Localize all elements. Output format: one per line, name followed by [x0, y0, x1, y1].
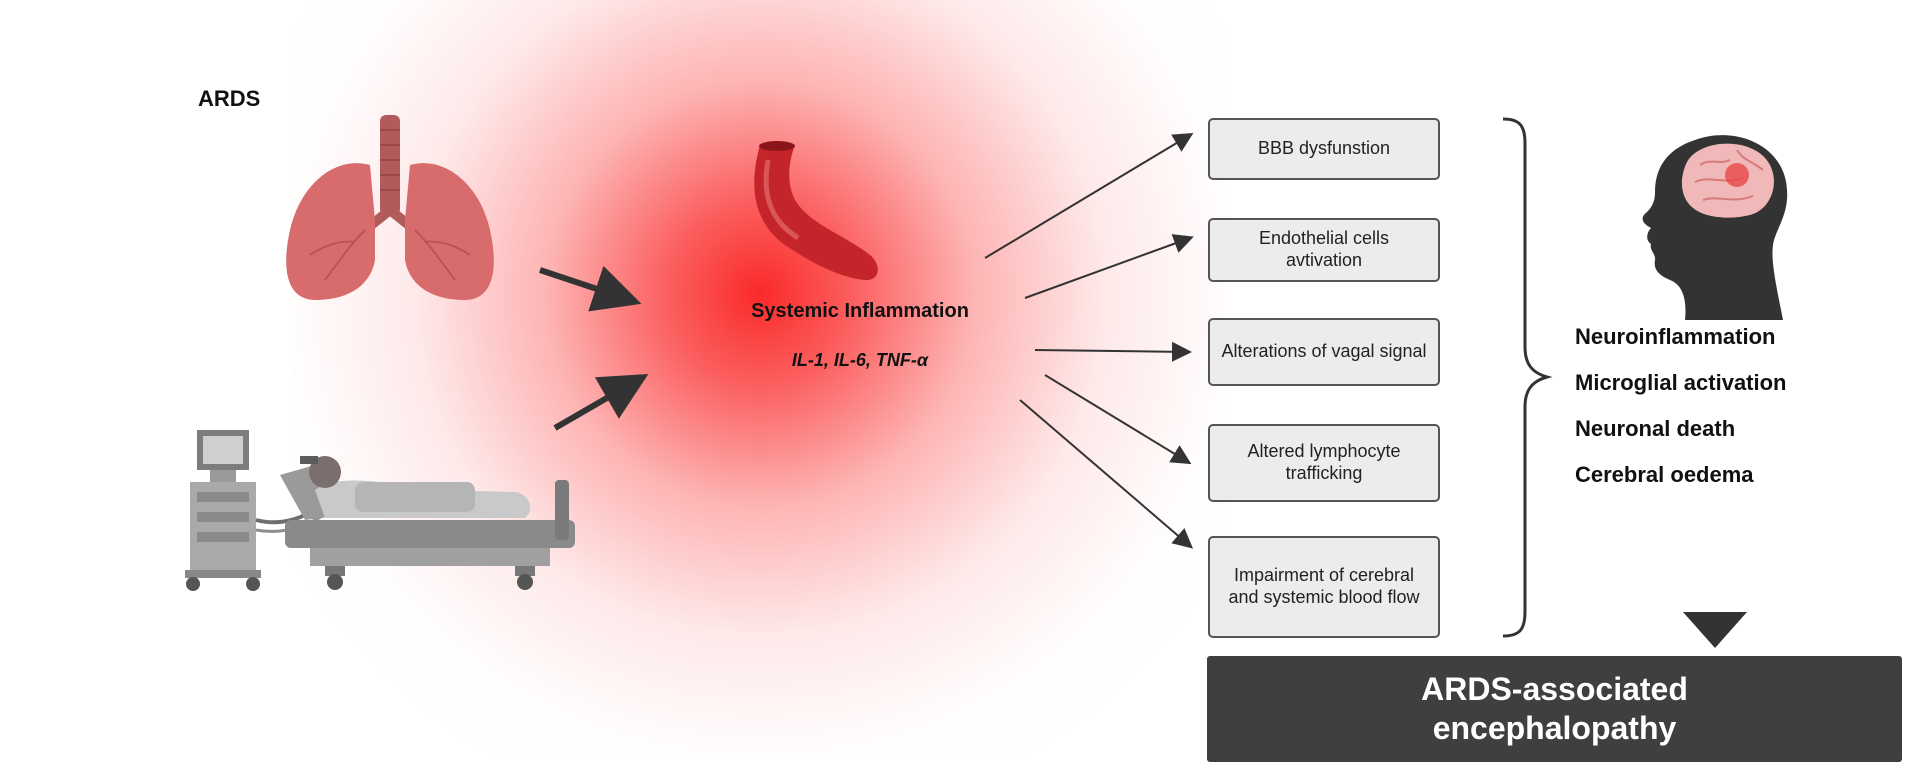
cytokines-label: IL-1, IL-6, TNF-α	[791, 350, 929, 370]
inflammation-glow	[290, 0, 1230, 760]
effect-label: Alterations of vagal signal	[1221, 341, 1427, 362]
effect-box-lymphocyte: Altered lymphocyte trafficking	[1208, 424, 1440, 502]
effect-label: Endothelial cells avtivation	[1258, 228, 1390, 270]
arrow-down-head	[1683, 612, 1747, 648]
arrow-to-effect-2	[1024, 234, 1194, 299]
effect-box-vagal: Alterations of vagal signal	[1208, 318, 1440, 386]
arrow-to-effect-1	[984, 132, 1194, 259]
systemic-inflammation-title: Systemic Inflammation	[751, 300, 969, 322]
ards-label: ARDS	[198, 86, 261, 111]
outcome-neuronal-death: Neuronal death	[1575, 416, 1736, 441]
outcome-microglial-activation: Microglial activation	[1575, 370, 1787, 395]
ventilated-patient-icon	[185, 430, 575, 591]
effect-box-endothelial: Endothelial cells avtivation	[1208, 218, 1440, 282]
effect-label: BBB dysfunstion	[1257, 138, 1391, 159]
effect-label: Impairment of cerebral and systemic bloo…	[1228, 565, 1420, 607]
effect-label: Altered lymphocyte trafficking	[1247, 441, 1401, 483]
arrow-lungs-to-inflammation	[539, 265, 642, 312]
arrow-to-effect-4	[1044, 374, 1192, 465]
outcome-neuroinflammation: Neuroinflammation	[1575, 324, 1776, 349]
result-label: ARDS-associated encephalopathy	[1421, 670, 1688, 746]
grouping-brace	[1502, 117, 1553, 638]
blood-vessel-icon	[754, 141, 878, 281]
lungs-icon	[286, 115, 494, 300]
outcome-cerebral-oedema: Cerebral oedema	[1575, 462, 1754, 487]
arrow-to-effect-3	[1034, 341, 1192, 362]
effect-box-bbb: BBB dysfunstion	[1208, 118, 1440, 180]
arrow-to-effect-5	[1019, 399, 1194, 549]
head-brain-icon	[1642, 135, 1788, 320]
result-box: ARDS-associated encephalopathy	[1207, 656, 1902, 762]
effect-box-blood-flow: Impairment of cerebral and systemic bloo…	[1208, 536, 1440, 638]
arrow-patient-to-inflammation	[553, 373, 649, 431]
